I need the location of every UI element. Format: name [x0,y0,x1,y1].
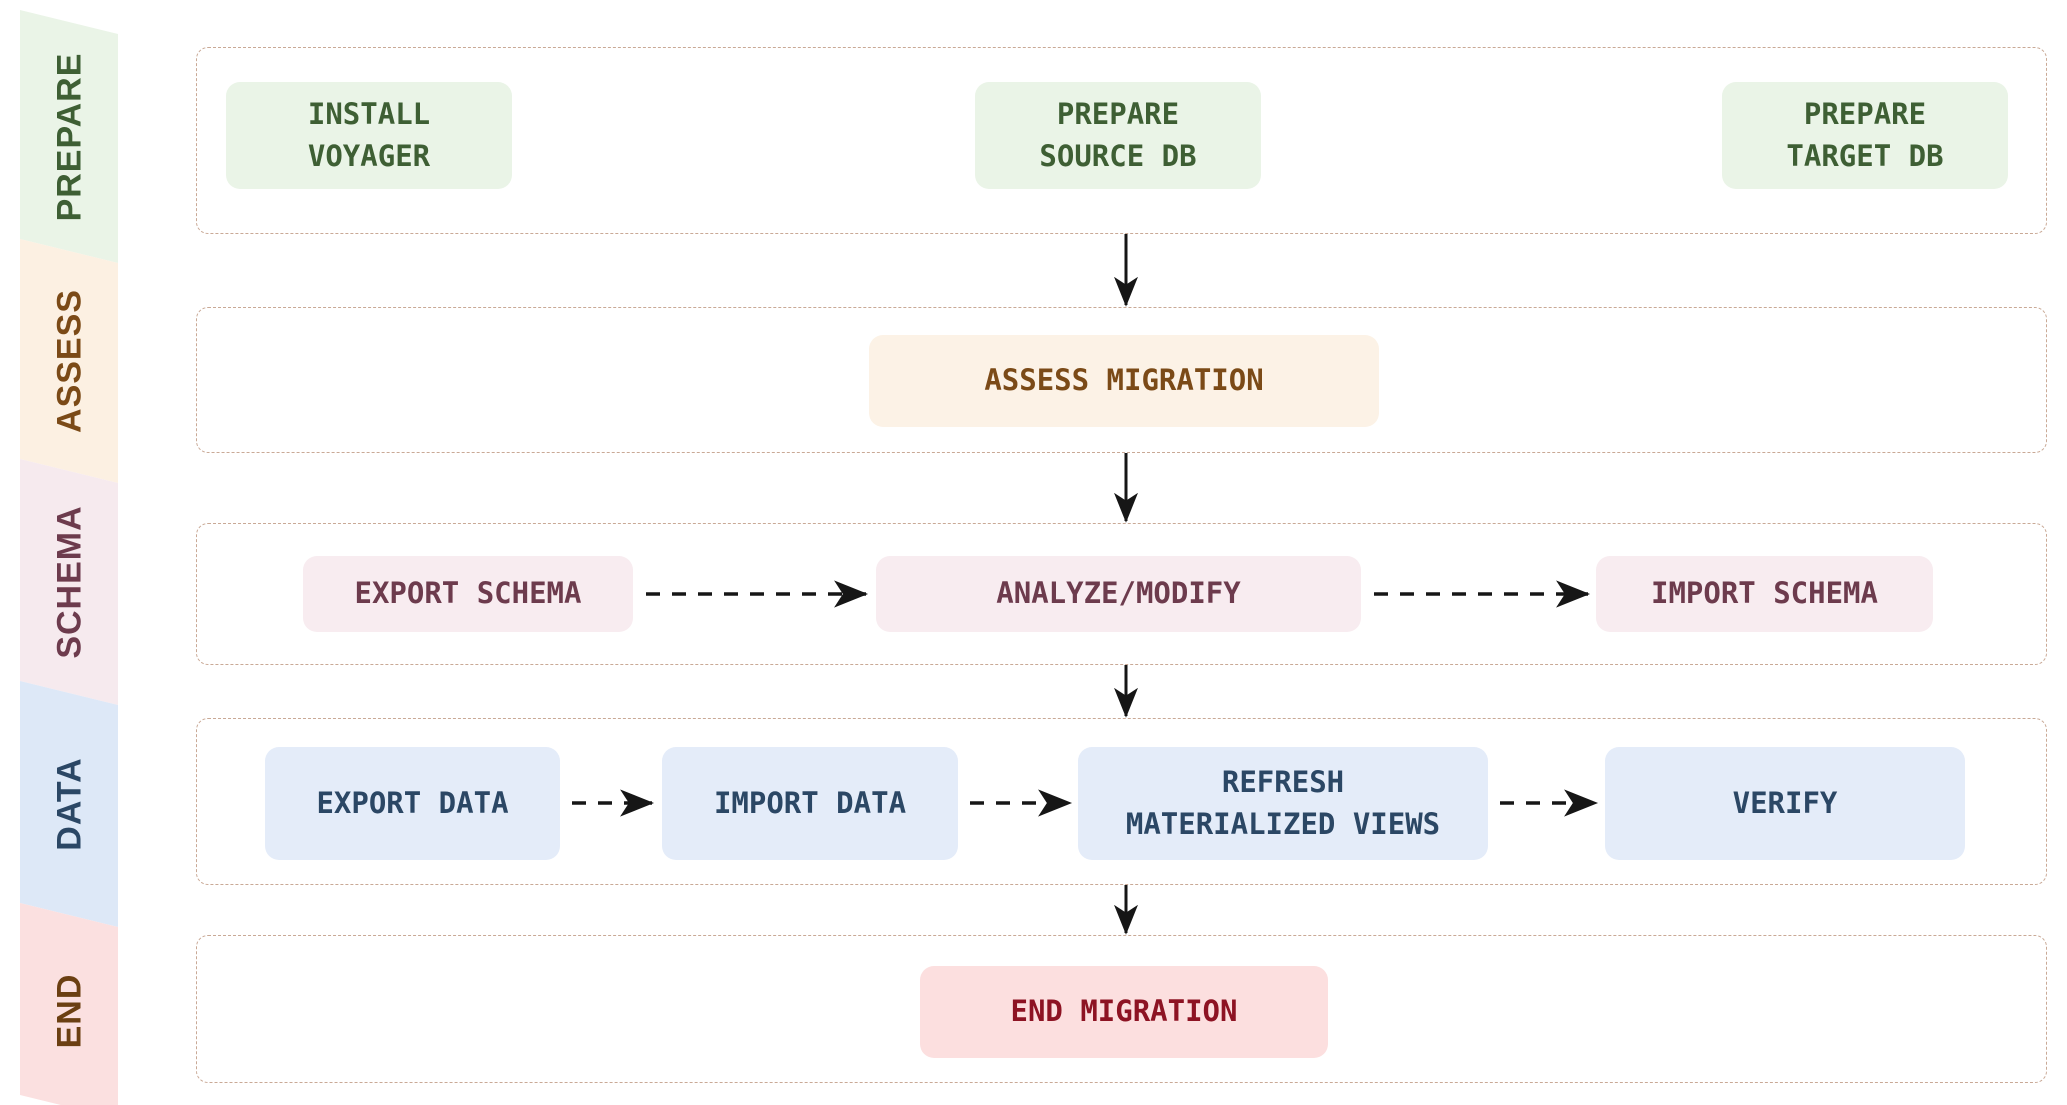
lane-band-data [20,681,118,927]
node-refresh-mat-views[interactable]: REFRESH MATERIALIZED VIEWS [1078,747,1488,860]
node-verify[interactable]: VERIFY [1605,747,1965,860]
node-import-schema[interactable]: IMPORT SCHEMA [1596,556,1933,632]
stage-container-row-prepare [196,47,2047,234]
stage-container-row-end [196,935,2047,1083]
node-export-data[interactable]: EXPORT DATA [265,747,560,860]
node-install-voyager[interactable]: INSTALL VOYAGER [226,82,512,189]
stage-container-row-assess [196,307,2047,453]
lane-band-schema [20,459,118,705]
node-end-migration[interactable]: END MIGRATION [920,966,1328,1058]
lane-band-shapes [20,10,118,1105]
node-analyze-modify[interactable]: ANALYZE/MODIFY [876,556,1361,632]
node-prepare-target-db[interactable]: PREPARE TARGET DB [1722,82,2008,189]
node-import-data[interactable]: IMPORT DATA [662,747,958,860]
node-prepare-source-db[interactable]: PREPARE SOURCE DB [975,82,1261,189]
stage-container-row-schema [196,523,2047,665]
lane-band-assess [20,239,118,483]
stage-container-row-data [196,718,2047,885]
lane-band-prepare [20,10,118,263]
lane-band-end [20,903,118,1105]
node-export-schema[interactable]: EXPORT SCHEMA [303,556,633,632]
node-assess-migration[interactable]: ASSESS MIGRATION [869,335,1379,427]
